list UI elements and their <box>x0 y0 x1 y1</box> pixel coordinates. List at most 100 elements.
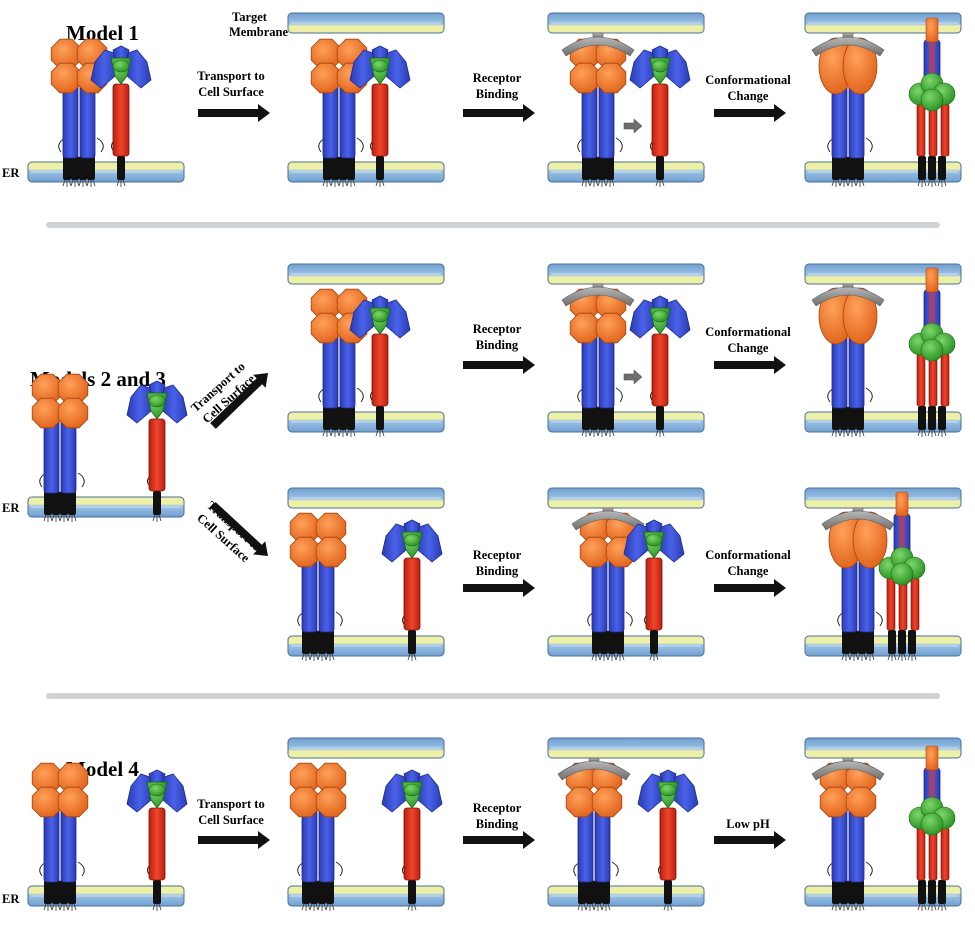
tm-segment <box>586 880 594 904</box>
red-helix <box>928 827 938 881</box>
tm-segment <box>326 630 334 654</box>
m4-lowph: Low pH <box>726 817 770 831</box>
blue-wing-top <box>403 769 421 783</box>
tm-tail <box>338 429 348 437</box>
head-bottom-left <box>579 536 611 568</box>
red-helix <box>928 353 938 407</box>
head-bottom-left <box>569 62 601 94</box>
gray-arrow-shape <box>623 369 643 385</box>
blue-wing-top <box>645 519 663 533</box>
fusion-protein-postfusion <box>878 491 926 661</box>
tm-tail <box>59 903 69 911</box>
cell-membrane <box>804 411 962 433</box>
m2-conf-1: Conformational <box>705 325 791 339</box>
tm-segment <box>606 156 614 180</box>
tm-tail <box>43 514 53 522</box>
attachment-protein <box>565 762 623 911</box>
tm-segment <box>326 880 334 904</box>
tm-segment <box>888 630 896 654</box>
tm-segment <box>918 156 926 180</box>
blue-wing-top <box>651 45 669 59</box>
head-bottom-left <box>819 786 851 818</box>
receptor-cap <box>561 286 635 307</box>
green-head-core <box>651 309 669 323</box>
head-bottom-left <box>310 62 342 94</box>
arrow-m1-receptor <box>463 104 535 122</box>
fusion-protein-postfusion <box>908 17 956 187</box>
tm-segment <box>153 491 161 515</box>
tm-tail <box>663 903 673 911</box>
tm-tail <box>317 653 327 661</box>
gray-arrow-shape <box>623 118 643 134</box>
tm-tail <box>309 903 319 911</box>
tm-segment <box>598 406 606 430</box>
green-head-core <box>645 533 663 547</box>
tm-segment <box>310 880 318 904</box>
tm-segment <box>347 406 355 430</box>
m3-conf-1: Conformational <box>705 548 791 562</box>
tm-tail <box>309 653 319 661</box>
m2-receptor-2: Binding <box>476 338 519 352</box>
tm-tail <box>346 429 356 437</box>
tm-segment <box>590 406 598 430</box>
head-bottom-left <box>31 397 63 429</box>
tm-segment <box>52 491 60 515</box>
fusion-protein-prefusion <box>629 45 691 187</box>
green-head-core <box>148 394 166 408</box>
green-head-core <box>371 59 389 73</box>
tm-segment <box>842 630 850 654</box>
tm-segment <box>323 406 331 430</box>
m3-conf-2: Change <box>728 564 769 578</box>
cell-membrane <box>27 161 185 183</box>
tm-tail <box>937 429 947 437</box>
tm-tail <box>585 903 595 911</box>
head-bottom-left <box>310 312 342 344</box>
cell-membrane <box>804 161 962 183</box>
red-stalk <box>112 83 130 157</box>
tm-tail <box>849 653 859 661</box>
tm-tail <box>78 179 88 187</box>
receptor-cap <box>561 36 635 57</box>
receptor <box>811 283 885 307</box>
target-membrane <box>547 12 705 34</box>
target-label-2: Membrane <box>229 25 288 39</box>
tm-tail <box>839 429 849 437</box>
tm-segment <box>938 406 946 430</box>
tm-segment <box>331 156 339 180</box>
tm-segment <box>63 156 71 180</box>
tm-tail <box>839 903 849 911</box>
tm-segment <box>832 880 840 904</box>
arrow-m2-receptor <box>463 356 535 374</box>
tm-tail <box>927 179 937 187</box>
green-head-core <box>371 309 389 323</box>
fusion-protein-postfusion <box>908 267 956 437</box>
fusion-peptide <box>925 17 939 43</box>
target-membrane <box>287 487 445 509</box>
tm-segment <box>310 630 318 654</box>
tm-segment <box>602 880 610 904</box>
tm-segment <box>44 491 52 515</box>
fusion-protein-prefusion <box>349 295 411 437</box>
tm-tail <box>937 903 947 911</box>
red-stalk <box>651 83 669 157</box>
arrow-m4-transport <box>198 831 270 849</box>
tm-segment <box>908 630 916 654</box>
tm-segment <box>856 880 864 904</box>
green-globe <box>890 562 914 586</box>
arrow-shape <box>463 104 535 122</box>
target-membrane <box>287 737 445 759</box>
er-label-3: ER <box>2 892 20 906</box>
tm-segment <box>331 406 339 430</box>
red-core <box>929 40 935 100</box>
tm-segment <box>408 630 416 654</box>
tm-tail <box>847 903 857 911</box>
receptor <box>561 283 635 307</box>
tm-segment <box>60 491 68 515</box>
attachment-protein <box>31 762 89 911</box>
receptor-cap <box>821 510 895 531</box>
fusion-peptide <box>895 491 909 517</box>
target-label-1: Target <box>232 10 268 24</box>
receptor-cap <box>557 760 631 781</box>
arrow-m4-lowph <box>714 831 786 849</box>
arrow-m1-conf <box>714 104 786 122</box>
